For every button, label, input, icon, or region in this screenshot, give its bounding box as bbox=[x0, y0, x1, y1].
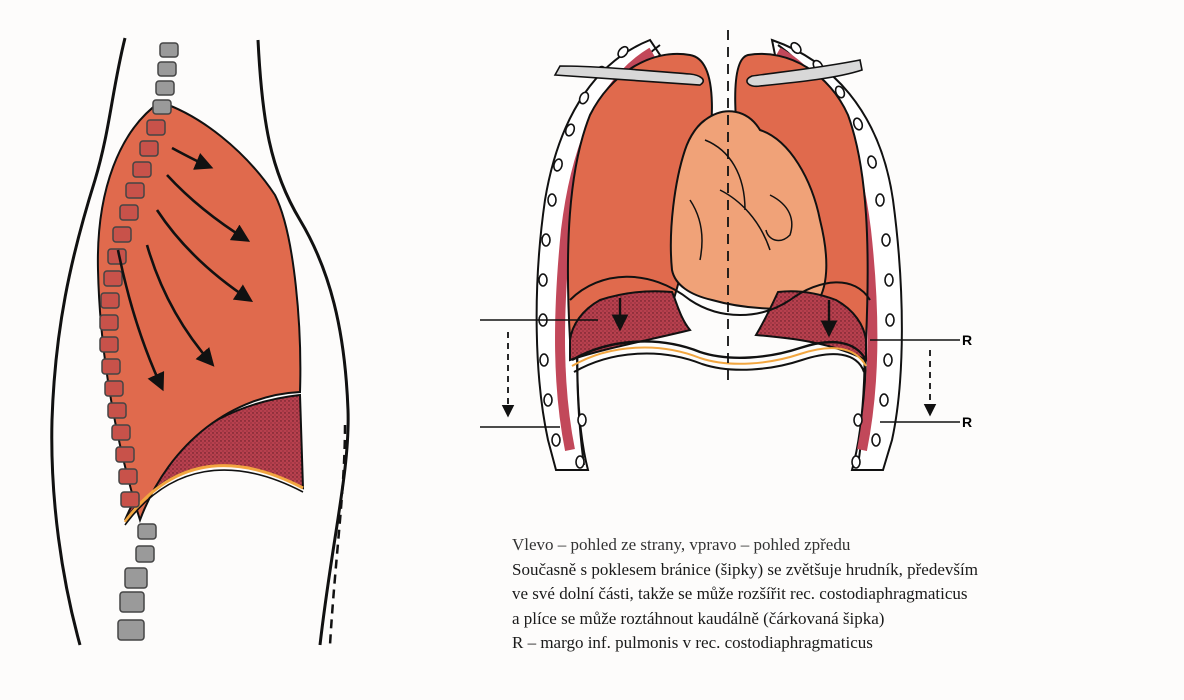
front-outline-dashed bbox=[330, 425, 345, 645]
caption-line-5: R – margo inf. pulmonis v rec. costodiap… bbox=[512, 631, 1177, 656]
figure-caption: Vlevo – pohled ze strany, vpravo – pohle… bbox=[512, 533, 1177, 656]
caption-line-4: a plíce se může roztáhnout kaudálně (čár… bbox=[512, 607, 1177, 632]
caption-line-2: Současně s poklesem bránice (šipky) se z… bbox=[512, 558, 1177, 583]
r-label-upper: R bbox=[962, 332, 972, 348]
caption-line-1: Vlevo – pohled ze strany, vpravo – pohle… bbox=[512, 533, 1177, 558]
caption-line-3: ve své dolní části, takže se může rozšíř… bbox=[512, 582, 1177, 607]
lateral-view bbox=[52, 38, 348, 645]
frontal-view: R R bbox=[480, 30, 972, 470]
r-label-lower: R bbox=[962, 414, 972, 430]
